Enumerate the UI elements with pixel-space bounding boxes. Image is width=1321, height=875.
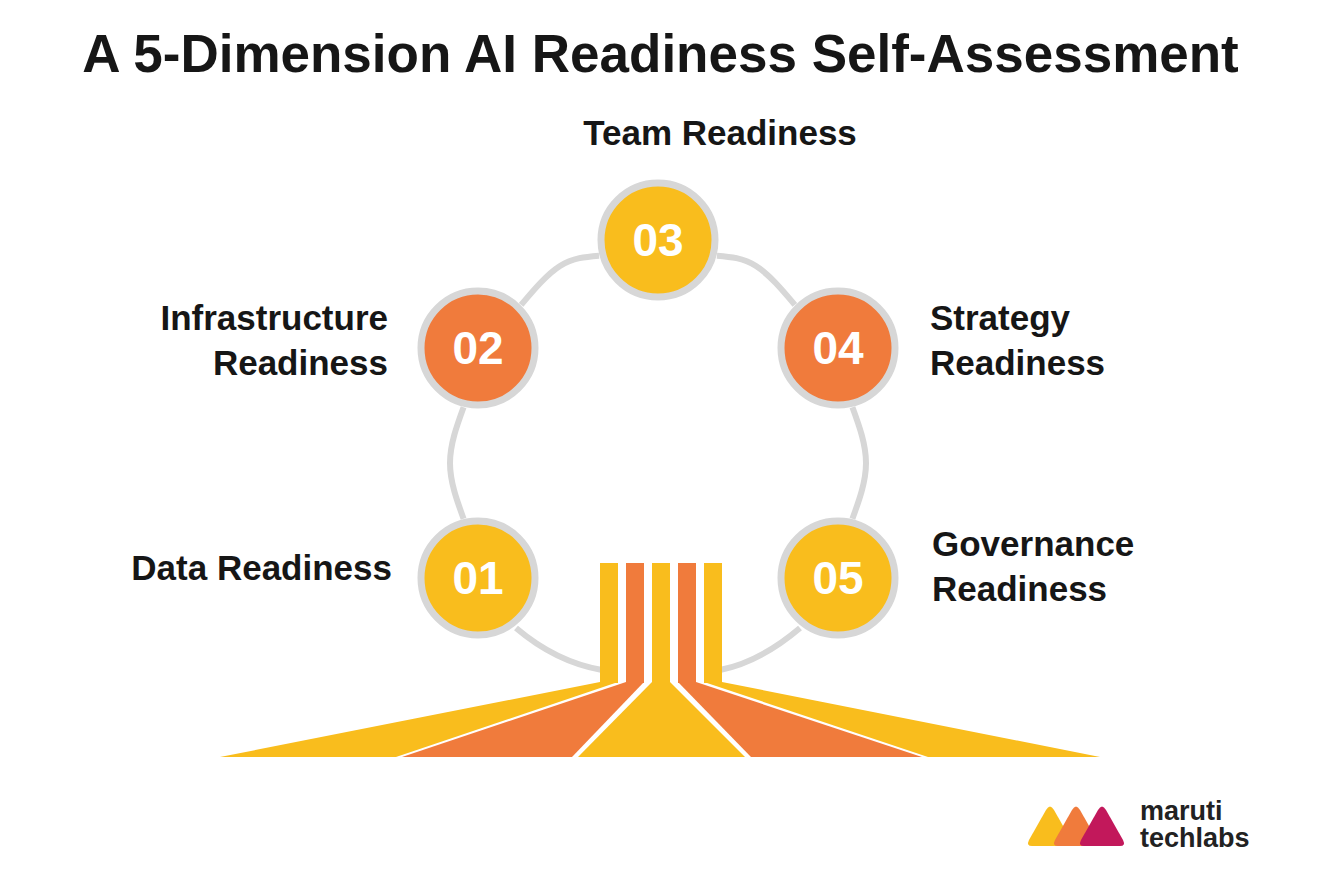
dimension-circle: 04Strategy Readiness [776, 286, 900, 410]
step-number: 02 [416, 286, 540, 410]
pillar-bar [704, 563, 722, 683]
step-number: 01 [416, 516, 540, 640]
dimension-label: Governance Readiness [932, 521, 1192, 611]
step-number: 03 [596, 178, 720, 302]
dimension-circle: 01Data Readiness [416, 516, 540, 640]
pillar-bar [626, 563, 644, 683]
dimension-circle: 05Governance Readiness [776, 516, 900, 640]
base-fan [704, 682, 1100, 757]
dimension-label: Strategy Readiness [930, 295, 1170, 385]
pillar-bar [600, 563, 618, 683]
logo-mark [1028, 807, 1124, 847]
ring-connector [450, 407, 464, 518]
step-number: 05 [776, 516, 900, 640]
dimension-circle: 03Team Readiness [596, 178, 720, 302]
dimension-label: Team Readiness [470, 110, 970, 155]
dimension-label: Infrastructure Readiness [88, 295, 388, 385]
dimension-label: Data Readiness [60, 545, 392, 590]
ring-connector [852, 407, 866, 518]
ring-connector [717, 256, 795, 305]
ring-arc [516, 628, 602, 670]
logo-shape [1080, 807, 1124, 847]
step-number: 04 [776, 286, 900, 410]
pillar-bar [678, 563, 696, 683]
pillar-bar [652, 563, 670, 683]
ring-connector [521, 256, 599, 305]
dimension-circle: 02Infrastructure Readiness [416, 286, 540, 410]
logo-text: maruti techlabs [1140, 798, 1290, 852]
diagram-title: A 5-Dimension AI Readiness Self-Assessme… [0, 22, 1321, 86]
ring-arc [720, 628, 800, 670]
